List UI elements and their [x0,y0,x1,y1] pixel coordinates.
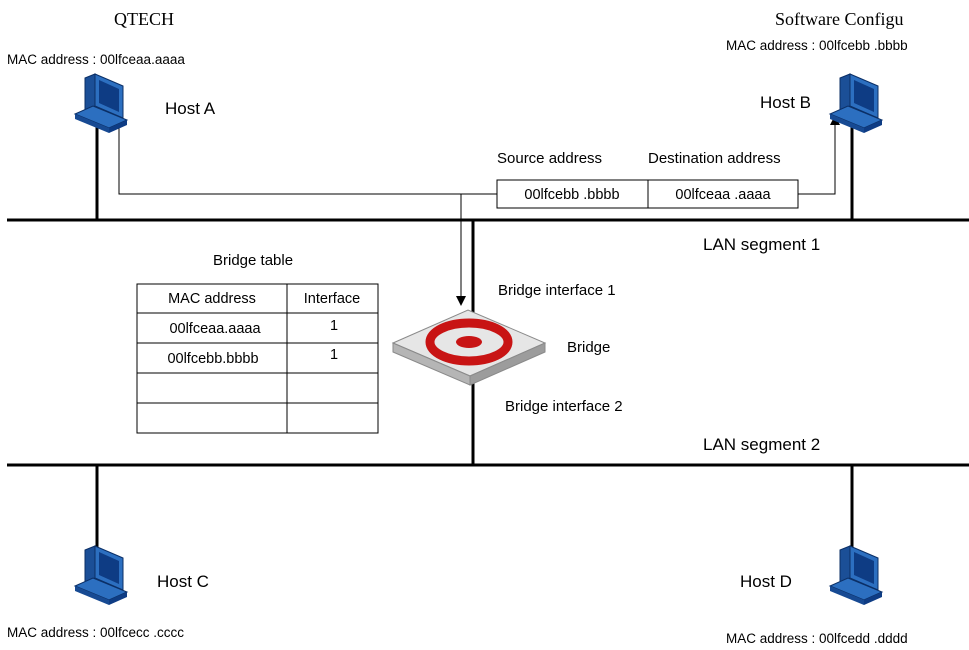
lan-segment-2-label: LAN segment 2 [703,435,820,454]
host-d-label: Host D [740,572,792,591]
host-d-computer-icon [829,545,883,606]
bridge-icon [391,309,547,386]
host-a-computer-icon [74,73,128,134]
bridge-interface-1-label: Bridge interface 1 [498,282,616,299]
lan-segment-1-label: LAN segment 1 [703,235,820,254]
destination-address-header: Destination address [648,150,781,167]
header-left: QTECH [114,9,174,29]
host-c-mac: MAC address : 00lfcecc .cccc [7,625,184,640]
bridge-table-row-1-interface: 1 [330,318,338,334]
host-a-label: Host A [165,99,216,118]
bridge-table-row-1-mac: 00lfceaa.aaaa [169,321,261,337]
bridge-table: MAC address Interface 00lfceaa.aaaa 1 00… [136,283,379,434]
source-address-header: Source address [497,150,602,167]
host-c-label: Host C [157,572,209,591]
bridge-table-row-2-interface: 1 [330,347,338,363]
frame-source-value: 00lfcebb .bbbb [524,187,619,203]
frame-destination-value: 00lfceaa .aaaa [675,187,771,203]
bridge-table-header-interface: Interface [304,291,360,307]
host-a-mac: MAC address : 00lfceaa.aaaa [7,52,185,67]
bridge-table-header-mac: MAC address [168,291,256,307]
frame-to-bridge-arrowhead [456,296,466,306]
host-b-mac: MAC address : 00lfcebb .bbbb [726,38,908,53]
bridge-interface-2-label: Bridge interface 2 [505,398,623,415]
frame-path-line [118,125,497,195]
header-right: Software Configu [775,9,903,29]
host-d-mac: MAC address : 00lfcedd .dddd [726,631,908,646]
bridge-table-row-2-mac: 00lfcebb.bbbb [167,351,258,367]
frame-to-host-b-line [798,125,836,195]
bridge-table-title: Bridge table [213,252,293,269]
host-c-computer-icon [74,545,128,606]
host-b-label: Host B [760,93,811,112]
bridge-label: Bridge [567,339,610,356]
